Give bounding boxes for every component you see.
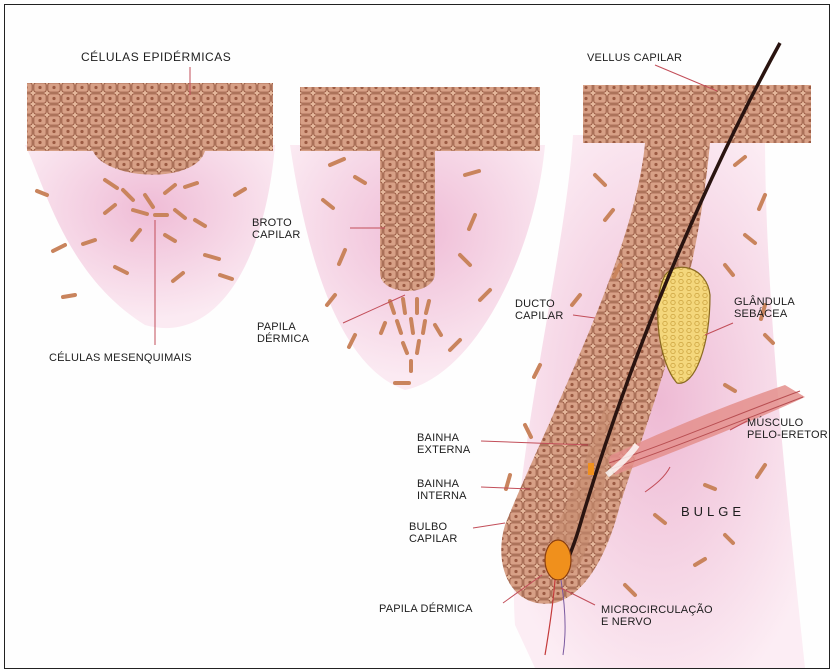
- label-bulge: BULGE: [681, 506, 745, 518]
- label-glandula-sebacea: GLÂNDULA SEBÁCEA: [734, 296, 795, 320]
- label-papila-dermica-2: PAPILA DÉRMICA: [379, 603, 473, 615]
- label-papila-dermica-1: PAPILA DÉRMICA: [257, 321, 309, 345]
- dermal-papilla-2: [545, 540, 571, 580]
- label-bainha-externa-line-1: BAINHA: [417, 432, 470, 444]
- panel-3-mature-follicle: [501, 43, 811, 668]
- label-ducto-capilar: DUCTO CAPILAR: [515, 298, 563, 322]
- label-microcirculacao-nervo: MICROCIRCULAÇÃO E NERVO: [601, 604, 713, 628]
- panel-2-hair-germ: [290, 87, 545, 390]
- label-papila-dermica-1-line-2: DÉRMICA: [257, 333, 309, 345]
- label-bainha-interna: BAINHA INTERNA: [417, 478, 467, 502]
- label-broto-capilar-line-2: CAPILAR: [252, 229, 300, 241]
- label-bulbo-capilar: BULBO CAPILAR: [409, 521, 457, 545]
- label-broto-capilar: BROTO CAPILAR: [252, 217, 300, 241]
- label-bainha-externa-line-2: EXTERNA: [417, 444, 470, 456]
- label-celulas-mesenquimais: CÉLULAS MESENQUIMAIS: [49, 352, 192, 364]
- label-bainha-externa: BAINHA EXTERNA: [417, 432, 470, 456]
- hair-follicle-diagram: [5, 5, 829, 668]
- panel-1-placode: [25, 83, 275, 328]
- label-celulas-epidermicas: CÉLULAS EPIDÉRMICAS: [81, 51, 231, 63]
- label-bainha-interna-line-1: BAINHA: [417, 478, 467, 490]
- label-ducto-capilar-line-1: DUCTO: [515, 298, 563, 310]
- label-ducto-capilar-line-2: CAPILAR: [515, 310, 563, 322]
- label-bainha-interna-line-2: INTERNA: [417, 490, 467, 502]
- label-bulbo-capilar-line-2: CAPILAR: [409, 533, 457, 545]
- label-papila-dermica-1-line-1: PAPILA: [257, 321, 309, 333]
- label-musculo-pelo-eretor-line-2: PELO-ERETOR: [747, 429, 828, 441]
- label-vellus-capilar: VELLUS CAPILAR: [587, 52, 682, 64]
- label-microcirculacao-line-1: MICROCIRCULAÇÃO: [601, 604, 713, 616]
- label-bulbo-capilar-line-1: BULBO: [409, 521, 457, 533]
- label-microcirculacao-line-2: E NERVO: [601, 616, 713, 628]
- label-musculo-pelo-eretor-line-1: MÚSCULO: [747, 417, 828, 429]
- label-glandula-sebacea-line-2: SEBÁCEA: [734, 308, 795, 320]
- label-glandula-sebacea-line-1: GLÂNDULA: [734, 296, 795, 308]
- label-broto-capilar-line-1: BROTO: [252, 217, 300, 229]
- diagram-frame: CÉLULAS EPIDÉRMICAS CÉLULAS MESENQUIMAIS…: [4, 4, 830, 669]
- label-musculo-pelo-eretor: MÚSCULO PELO-ERETOR: [747, 417, 828, 441]
